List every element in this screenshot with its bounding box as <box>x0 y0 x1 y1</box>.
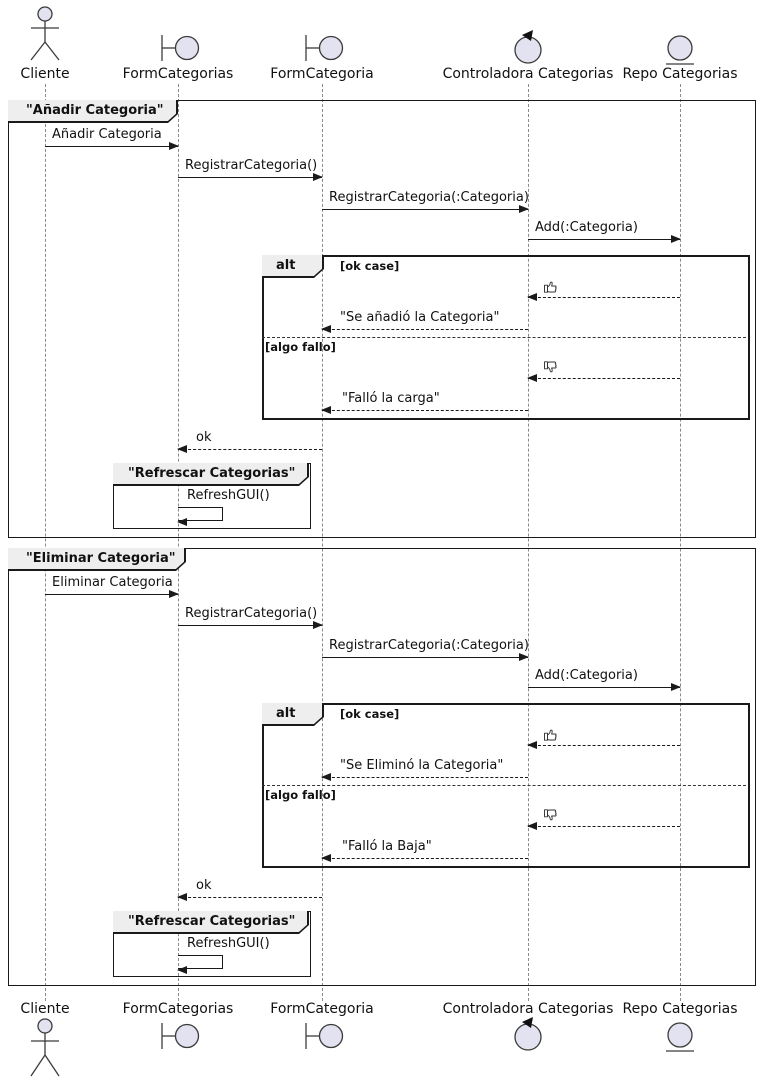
reply-arrow <box>527 822 680 830</box>
stick-figure-icon <box>25 5 65 63</box>
alt-keyword: alt <box>276 258 296 273</box>
reply-arrow <box>321 406 528 414</box>
self-message-arrow <box>177 507 223 526</box>
boundary-icon <box>159 1021 201 1051</box>
frame-refrescar-title: "Refrescar Categorias" <box>128 914 296 929</box>
alt-tab <box>262 255 324 278</box>
message-label: RegistrarCategoria(:Categoria) <box>329 190 529 205</box>
message-label: "Se Eliminó la Categoria" <box>340 758 504 773</box>
participant-label-cliente: Cliente <box>20 66 70 82</box>
participant-label-formcategorias: FormCategorias <box>122 1001 234 1017</box>
message-label: Añadir Categoria <box>52 127 162 142</box>
reply-arrow <box>177 893 322 901</box>
participant-label-formcategoria: FormCategoria <box>270 66 374 82</box>
message-label: RegistrarCategoria() <box>185 606 318 621</box>
reply-arrow <box>321 773 528 781</box>
message-label: ok <box>196 878 212 893</box>
control-circle-arrow-icon <box>512 29 544 65</box>
message-label: RegistrarCategoria() <box>185 158 318 173</box>
message-label: Eliminar Categoria <box>52 575 173 590</box>
alt-condition-fail: [algo fallo] <box>265 788 336 802</box>
participant-label-formcategoria: FormCategoria <box>270 1001 374 1017</box>
message-label: "Falló la carga" <box>342 391 440 406</box>
message-arrow <box>45 141 179 150</box>
self-message-arrow <box>177 955 223 974</box>
lifeline-formcategoria <box>322 84 323 1001</box>
reply-arrow <box>527 293 680 301</box>
message-label: Add(:Categoria) <box>535 220 638 235</box>
frame-eliminar-categoria <box>8 548 756 986</box>
participant-label-repo: Repo Categorias <box>622 66 738 82</box>
thumbs-up-icon <box>543 726 560 747</box>
message-label: ok <box>196 430 212 445</box>
alt-condition-ok: [ok case] <box>340 259 400 273</box>
message-label: Add(:Categoria) <box>535 668 638 683</box>
participant-label-repo: Repo Categorias <box>622 1001 738 1017</box>
alt-keyword: alt <box>276 706 296 721</box>
lifeline-controladora <box>528 84 529 1001</box>
message-arrow <box>528 234 681 243</box>
boundary-icon <box>303 33 345 63</box>
message-arrow <box>322 652 529 661</box>
reply-arrow <box>321 854 528 862</box>
message-label: RegistrarCategoria(:Categoria) <box>329 638 529 653</box>
message-arrow <box>528 682 681 691</box>
frame-eliminar-tab <box>8 548 186 571</box>
participant-label-controladora: Controladora Categorias <box>442 66 614 82</box>
lifeline-repo <box>680 84 681 1001</box>
reply-arrow <box>177 445 322 453</box>
frame-anadir-categoria <box>8 100 756 538</box>
thumbs-down-icon <box>543 807 560 828</box>
alt-condition-ok: [ok case] <box>340 707 400 721</box>
message-arrow <box>178 620 323 629</box>
message-arrow <box>322 204 529 213</box>
frame-anadir-title: "Añadir Categoria" <box>26 103 164 118</box>
lifeline-cliente <box>45 84 46 1001</box>
participant-label-controladora: Controladora Categorias <box>442 1001 614 1017</box>
thumbs-up-icon <box>543 278 560 299</box>
message-label: "Falló la Baja" <box>342 839 432 854</box>
frame-eliminar-title: "Eliminar Categoria" <box>26 551 176 566</box>
entity-underlined-circle-icon <box>664 33 696 67</box>
thumbs-down-icon <box>543 359 560 380</box>
reply-arrow <box>527 741 680 749</box>
message-label: "Se añadió la Categoria" <box>340 310 500 325</box>
frame-anadir-tab <box>8 100 178 123</box>
alt-condition-fail: [algo fallo] <box>265 340 336 354</box>
boundary-icon <box>159 33 201 63</box>
frame-refrescar-title: "Refrescar Categorias" <box>128 466 296 481</box>
reply-arrow <box>321 325 528 333</box>
message-label: RefreshGUI() <box>187 488 270 503</box>
participant-label-formcategorias: FormCategorias <box>122 66 234 82</box>
alt-divider <box>262 785 746 786</box>
entity-underlined-circle-icon <box>664 1020 696 1054</box>
control-circle-arrow-icon <box>512 1016 544 1052</box>
lifeline-formcategorias <box>178 84 179 1001</box>
participant-label-cliente: Cliente <box>20 1001 70 1017</box>
boundary-icon <box>303 1021 345 1051</box>
frame-refrescar-tab <box>113 463 309 486</box>
reply-arrow <box>527 374 680 382</box>
message-arrow <box>178 172 323 181</box>
message-label: RefreshGUI() <box>187 936 270 951</box>
stick-figure-icon <box>25 1017 65 1079</box>
message-arrow <box>45 589 179 598</box>
alt-divider <box>262 337 746 338</box>
alt-tab <box>262 703 324 726</box>
frame-refrescar-tab <box>113 911 309 934</box>
